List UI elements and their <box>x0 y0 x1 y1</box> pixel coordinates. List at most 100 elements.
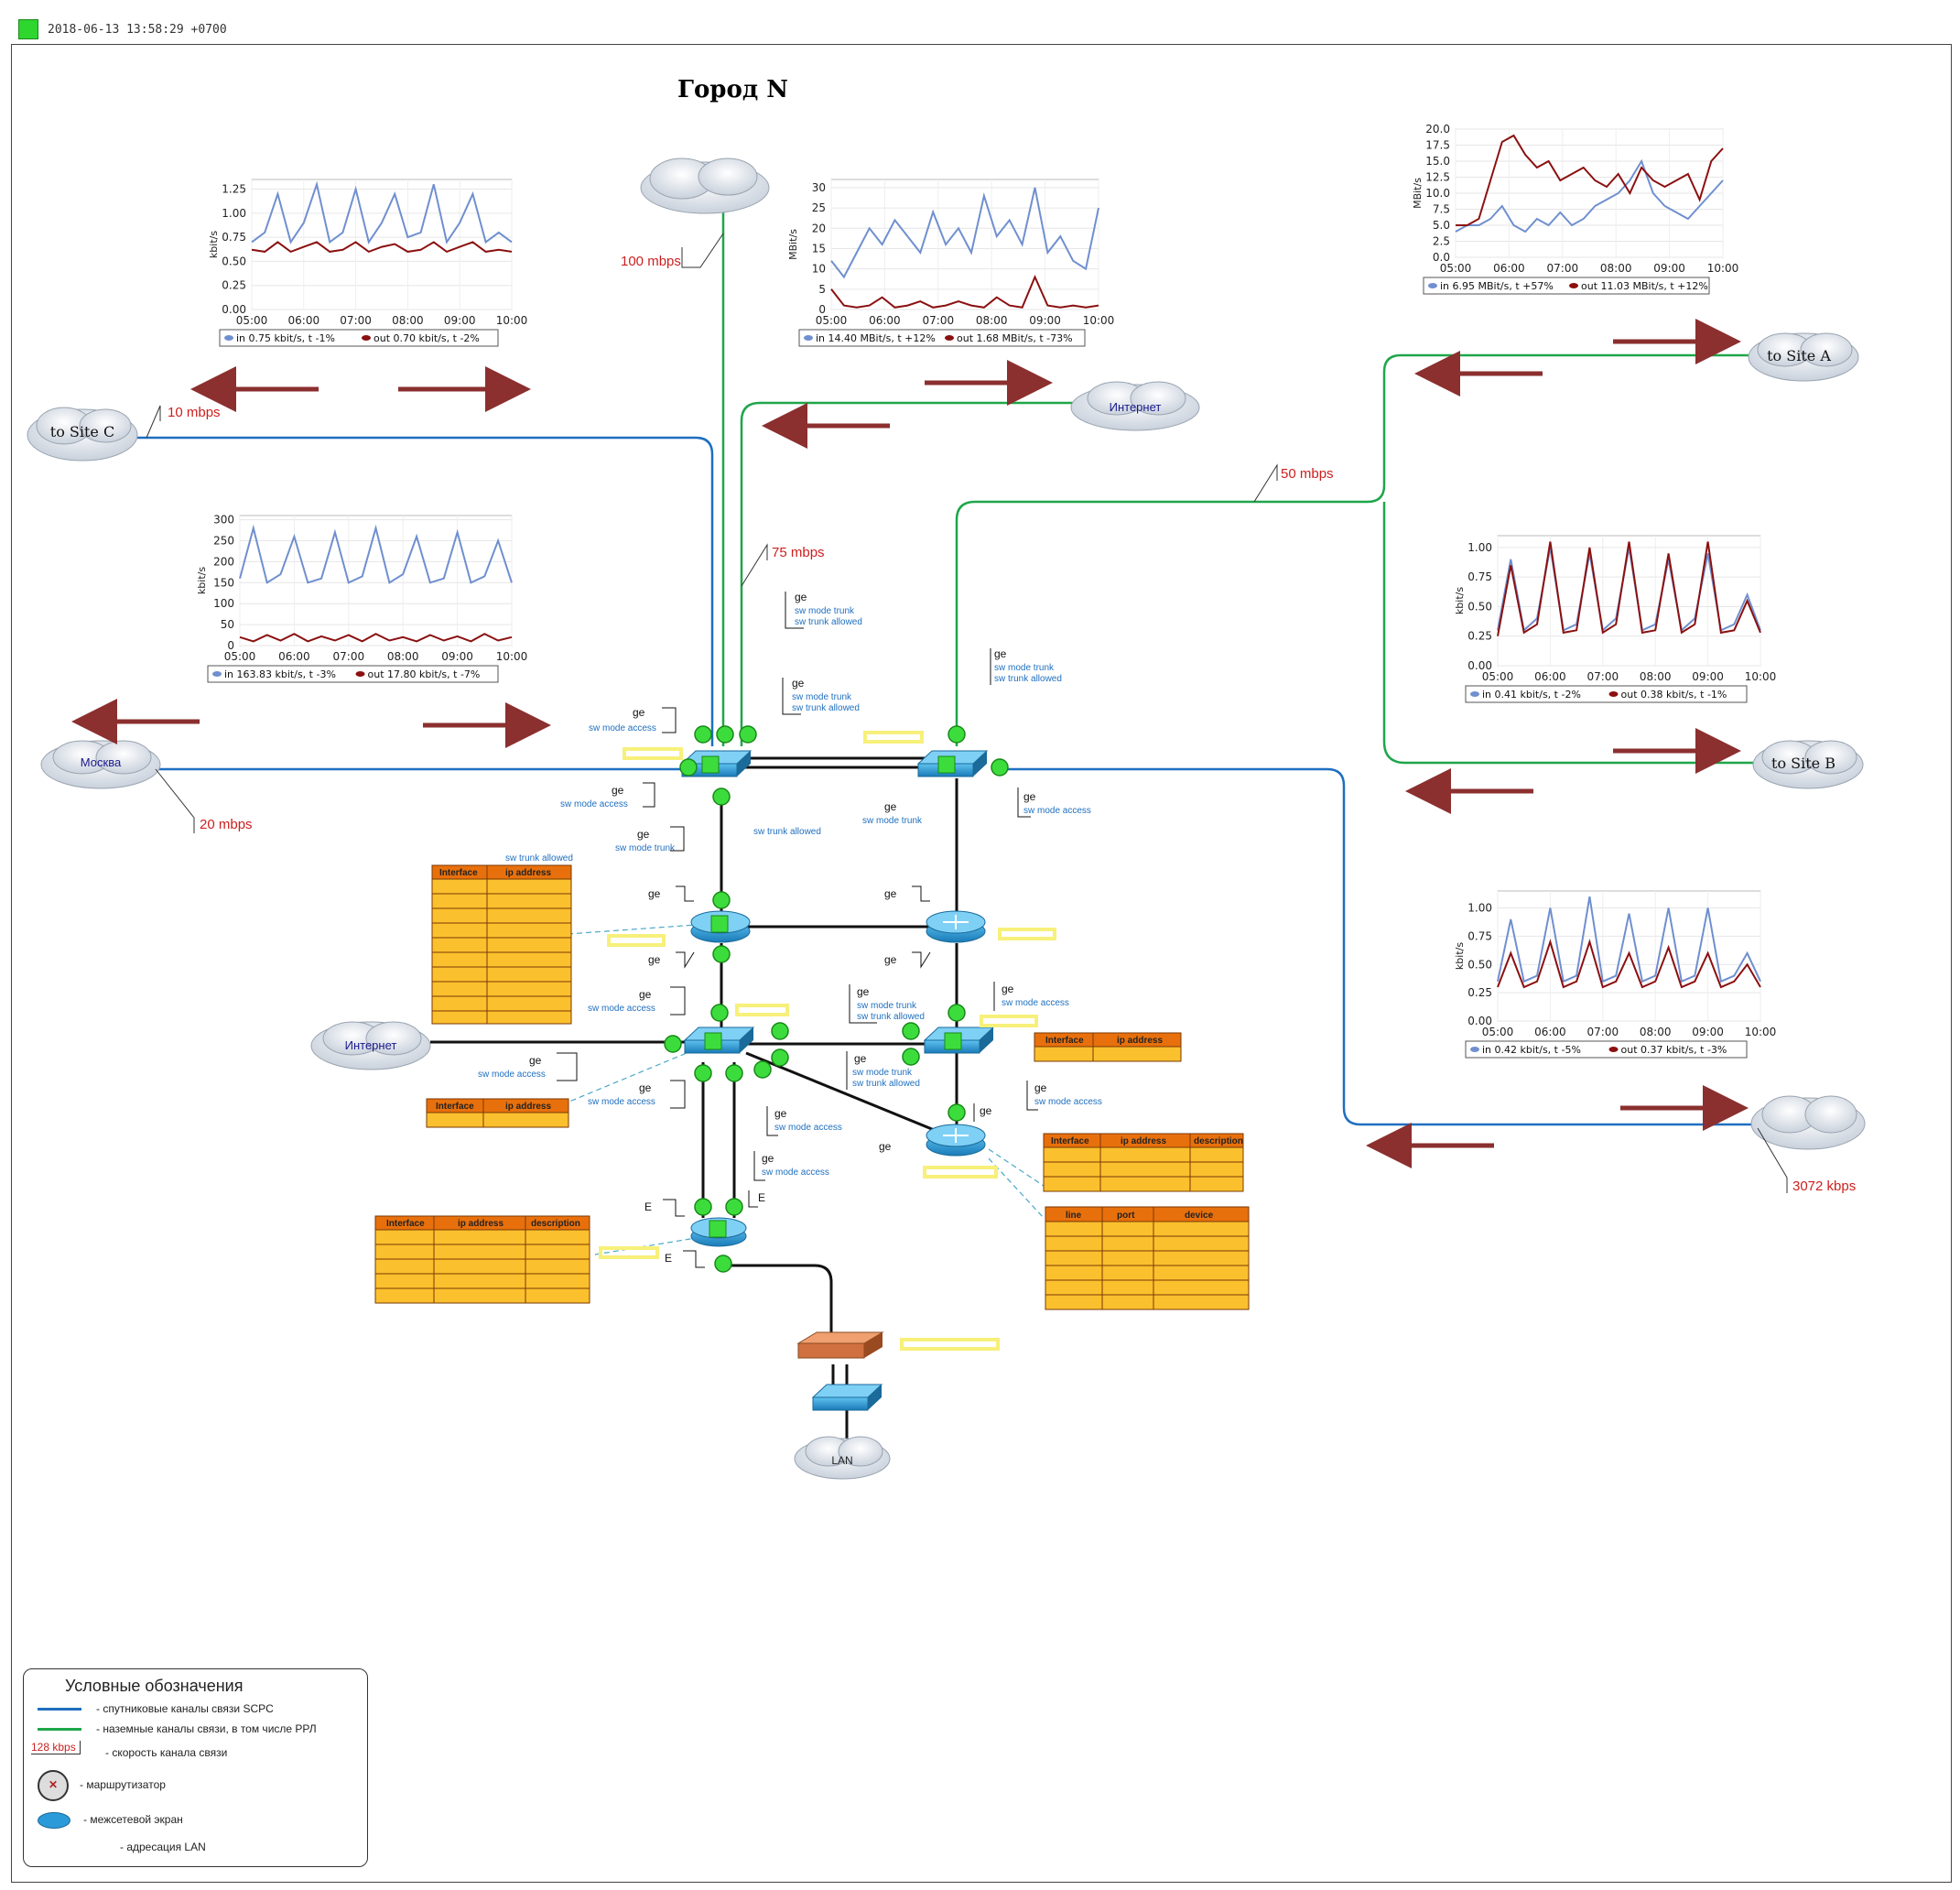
chart-y-tick: 1.00 <box>1467 541 1492 554</box>
legend-router: ✕- маршрутизатор <box>38 1770 363 1801</box>
chart-legend-box <box>1423 277 1710 295</box>
chart-y-tick: 250 <box>213 534 234 547</box>
traffic-arrows <box>71 319 1749 1168</box>
chart-plot-area <box>1497 890 1761 1022</box>
chart-series-out <box>239 633 513 643</box>
table-connectors <box>553 924 1045 1255</box>
svg-text:ge: ge <box>884 953 897 966</box>
table-internet: Interface ip address <box>426 1098 569 1128</box>
switch-dist-left[interactable] <box>683 1026 755 1054</box>
router-left[interactable] <box>690 910 751 943</box>
cloud-site-c[interactable]: to Site C <box>27 407 138 462</box>
svg-text:line: line <box>1066 1211 1082 1221</box>
firewall[interactable] <box>690 1217 747 1247</box>
svg-text:ip address: ip address <box>505 868 551 878</box>
legend-in-text: in 163.83 kbit/s, t -3% <box>224 668 336 680</box>
lan-gateway[interactable] <box>796 1331 884 1359</box>
cloud-internet-top[interactable]: Интернет <box>1070 381 1200 431</box>
chart-y-label: kbit/s <box>1454 587 1466 614</box>
chart-y-tick: 30 <box>812 181 826 194</box>
chart-series-out <box>1497 939 1761 989</box>
legend-in-swatch <box>1428 283 1437 288</box>
cloud-site-bottom[interactable] <box>1750 1095 1866 1150</box>
svg-text:sw mode trunk: sw mode trunk <box>862 816 923 826</box>
svg-text:sw mode trunk: sw mode trunk <box>792 692 852 702</box>
core-links <box>430 756 958 1447</box>
chart-y-tick: 1.00 <box>1467 902 1492 915</box>
speed-labels: 100 mbps 10 mbps 75 mbps 50 mbps 20 mbps… <box>168 254 1856 1194</box>
svg-text:ge: ge <box>612 784 624 797</box>
legend: Условные обозначения - спутниковые канал… <box>23 1668 368 1867</box>
chart-x-tick: 05:00 <box>224 650 256 663</box>
svg-text:ge: ge <box>1023 790 1036 803</box>
chart-x-tick: 07:00 <box>1547 262 1579 275</box>
svg-text:ip address: ip address <box>505 1102 551 1112</box>
link-site-b <box>1382 501 1762 765</box>
chart-y-tick: 7.5 <box>1433 203 1450 216</box>
svg-text:Interface: Interface <box>1045 1036 1084 1046</box>
chart-x-tick: 09:00 <box>441 650 473 663</box>
chart-legend-box <box>1465 1040 1748 1059</box>
svg-text:device: device <box>1185 1211 1214 1221</box>
legend-speed-label: - скорость канала связи <box>105 1746 228 1759</box>
svg-text:sw mode access: sw mode access <box>1023 806 1091 816</box>
chart-legend: in 6.95 MBit/s, t +57%out 11.03 MBit/s, … <box>1423 277 1710 295</box>
cloud-site-b[interactable]: to Site B <box>1752 740 1864 789</box>
chart-x-tick: 07:00 <box>1587 670 1619 683</box>
chart-y-tick: 10 <box>812 263 826 276</box>
svg-text:ge: ge <box>792 677 805 690</box>
cloud-top[interactable] <box>640 158 770 214</box>
chart-legend: in 0.75 kbit/s, t -1%out 0.70 kbit/s, t … <box>219 329 499 347</box>
router-right[interactable] <box>926 910 986 943</box>
switch-lan[interactable] <box>811 1384 883 1411</box>
link-site-a <box>955 353 1758 746</box>
svg-text:sw mode access: sw mode access <box>588 1004 655 1014</box>
chart-x-tick: 05:00 <box>236 314 268 327</box>
legend-out-swatch <box>1569 283 1578 288</box>
svg-text:sw mode access: sw mode access <box>774 1123 842 1133</box>
legend-out-text: out 0.38 kbit/s, t -1% <box>1621 689 1727 701</box>
chart-y-tick: 15 <box>812 242 826 255</box>
legend-satellite-label: - спутниковые каналы связи SCPC <box>96 1702 274 1715</box>
svg-text:sw mode trunk: sw mode trunk <box>994 663 1055 673</box>
svg-text:sw mode access: sw mode access <box>762 1168 829 1178</box>
legend-ground-label: - наземные каналы связи, в том числе РРЛ <box>96 1722 317 1735</box>
chart-x-tick: 07:00 <box>1587 1026 1619 1038</box>
legend-in-text: in 14.40 MBit/s, t +12% <box>816 332 936 344</box>
svg-text:ge: ge <box>795 591 807 603</box>
chart-x-tick: 05:00 <box>1440 262 1472 275</box>
legend-title: Условные обозначения <box>65 1677 244 1695</box>
speed-100: 100 mbps <box>621 254 681 269</box>
cloud-internet-left[interactable]: Интернет <box>310 1021 431 1070</box>
switch-dist-right[interactable] <box>923 1026 995 1054</box>
svg-text:ge: ge <box>1034 1081 1047 1094</box>
svg-text:sw trunk allowed: sw trunk allowed <box>994 674 1062 684</box>
link-site-bottom <box>998 767 1758 1126</box>
svg-text:ge: ge <box>648 887 661 900</box>
chart-y-tick: 0.0 <box>1433 251 1450 264</box>
switch-core-left[interactable] <box>680 750 753 777</box>
legend-out-swatch <box>1608 691 1619 697</box>
switch-core-right[interactable] <box>916 750 989 777</box>
chart-y-tick: 300 <box>213 514 234 527</box>
legend-in-text: in 0.41 kbit/s, t -2% <box>1482 689 1581 701</box>
timestamp: 2018-06-13 13:58:29 +0700 <box>48 22 227 37</box>
legend-firewall: - межсетевой экран <box>38 1812 363 1834</box>
legend-out-text: out 0.70 kbit/s, t -2% <box>374 332 480 344</box>
router-edge[interactable] <box>926 1124 986 1157</box>
chart-series-out <box>1456 134 1724 226</box>
chart-y-tick: 0 <box>227 639 234 652</box>
cloud-lan[interactable]: LAN <box>794 1436 891 1480</box>
chart-x-tick: 09:00 <box>444 314 476 327</box>
cloud-site-a[interactable]: to Site A <box>1748 332 1859 382</box>
chart-series-in <box>1455 158 1724 234</box>
svg-text:ge: ge <box>648 953 661 966</box>
speed-50: 50 mbps <box>1281 466 1334 482</box>
chart-series-out <box>1497 541 1761 636</box>
svg-text:sw trunk allowed: sw trunk allowed <box>505 853 573 864</box>
cloud-moscow[interactable]: Москва <box>40 740 161 789</box>
chart-x-tick: 05:00 <box>816 314 848 327</box>
chart-y-tick: 100 <box>213 597 234 610</box>
chart-x-tick: 06:00 <box>1534 1026 1566 1038</box>
